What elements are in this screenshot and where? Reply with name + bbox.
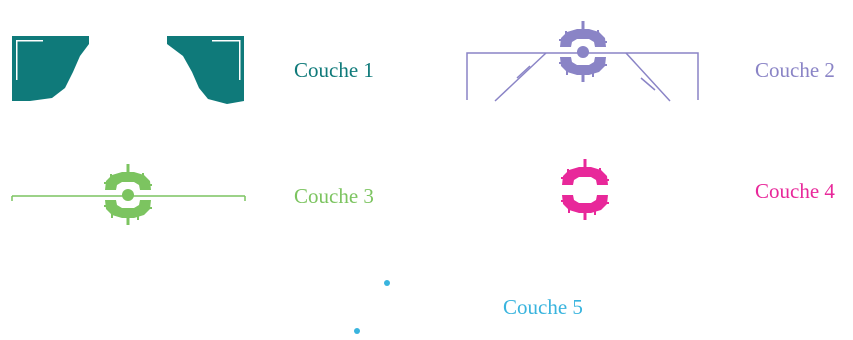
layer-3-label: Couche 3 xyxy=(294,184,374,208)
layer-5-dot-lower xyxy=(354,328,360,334)
layer-5-label: Couche 5 xyxy=(503,295,583,319)
layer-1-label: Couche 1 xyxy=(294,58,374,82)
layer-3-ring xyxy=(104,164,152,225)
layer-1-shapes xyxy=(12,36,244,104)
layer-4-ring xyxy=(561,159,609,220)
layer-1-left-shape xyxy=(12,36,89,101)
layer-3-shapes xyxy=(11,164,246,225)
layer-5-dots xyxy=(354,280,390,334)
layer-2-label: Couche 2 xyxy=(755,58,835,82)
layer-1-right-shape xyxy=(167,36,244,104)
layer-2-ring xyxy=(559,21,607,82)
layer-5-dot-upper xyxy=(384,280,390,286)
layer-4-label: Couche 4 xyxy=(755,179,835,203)
